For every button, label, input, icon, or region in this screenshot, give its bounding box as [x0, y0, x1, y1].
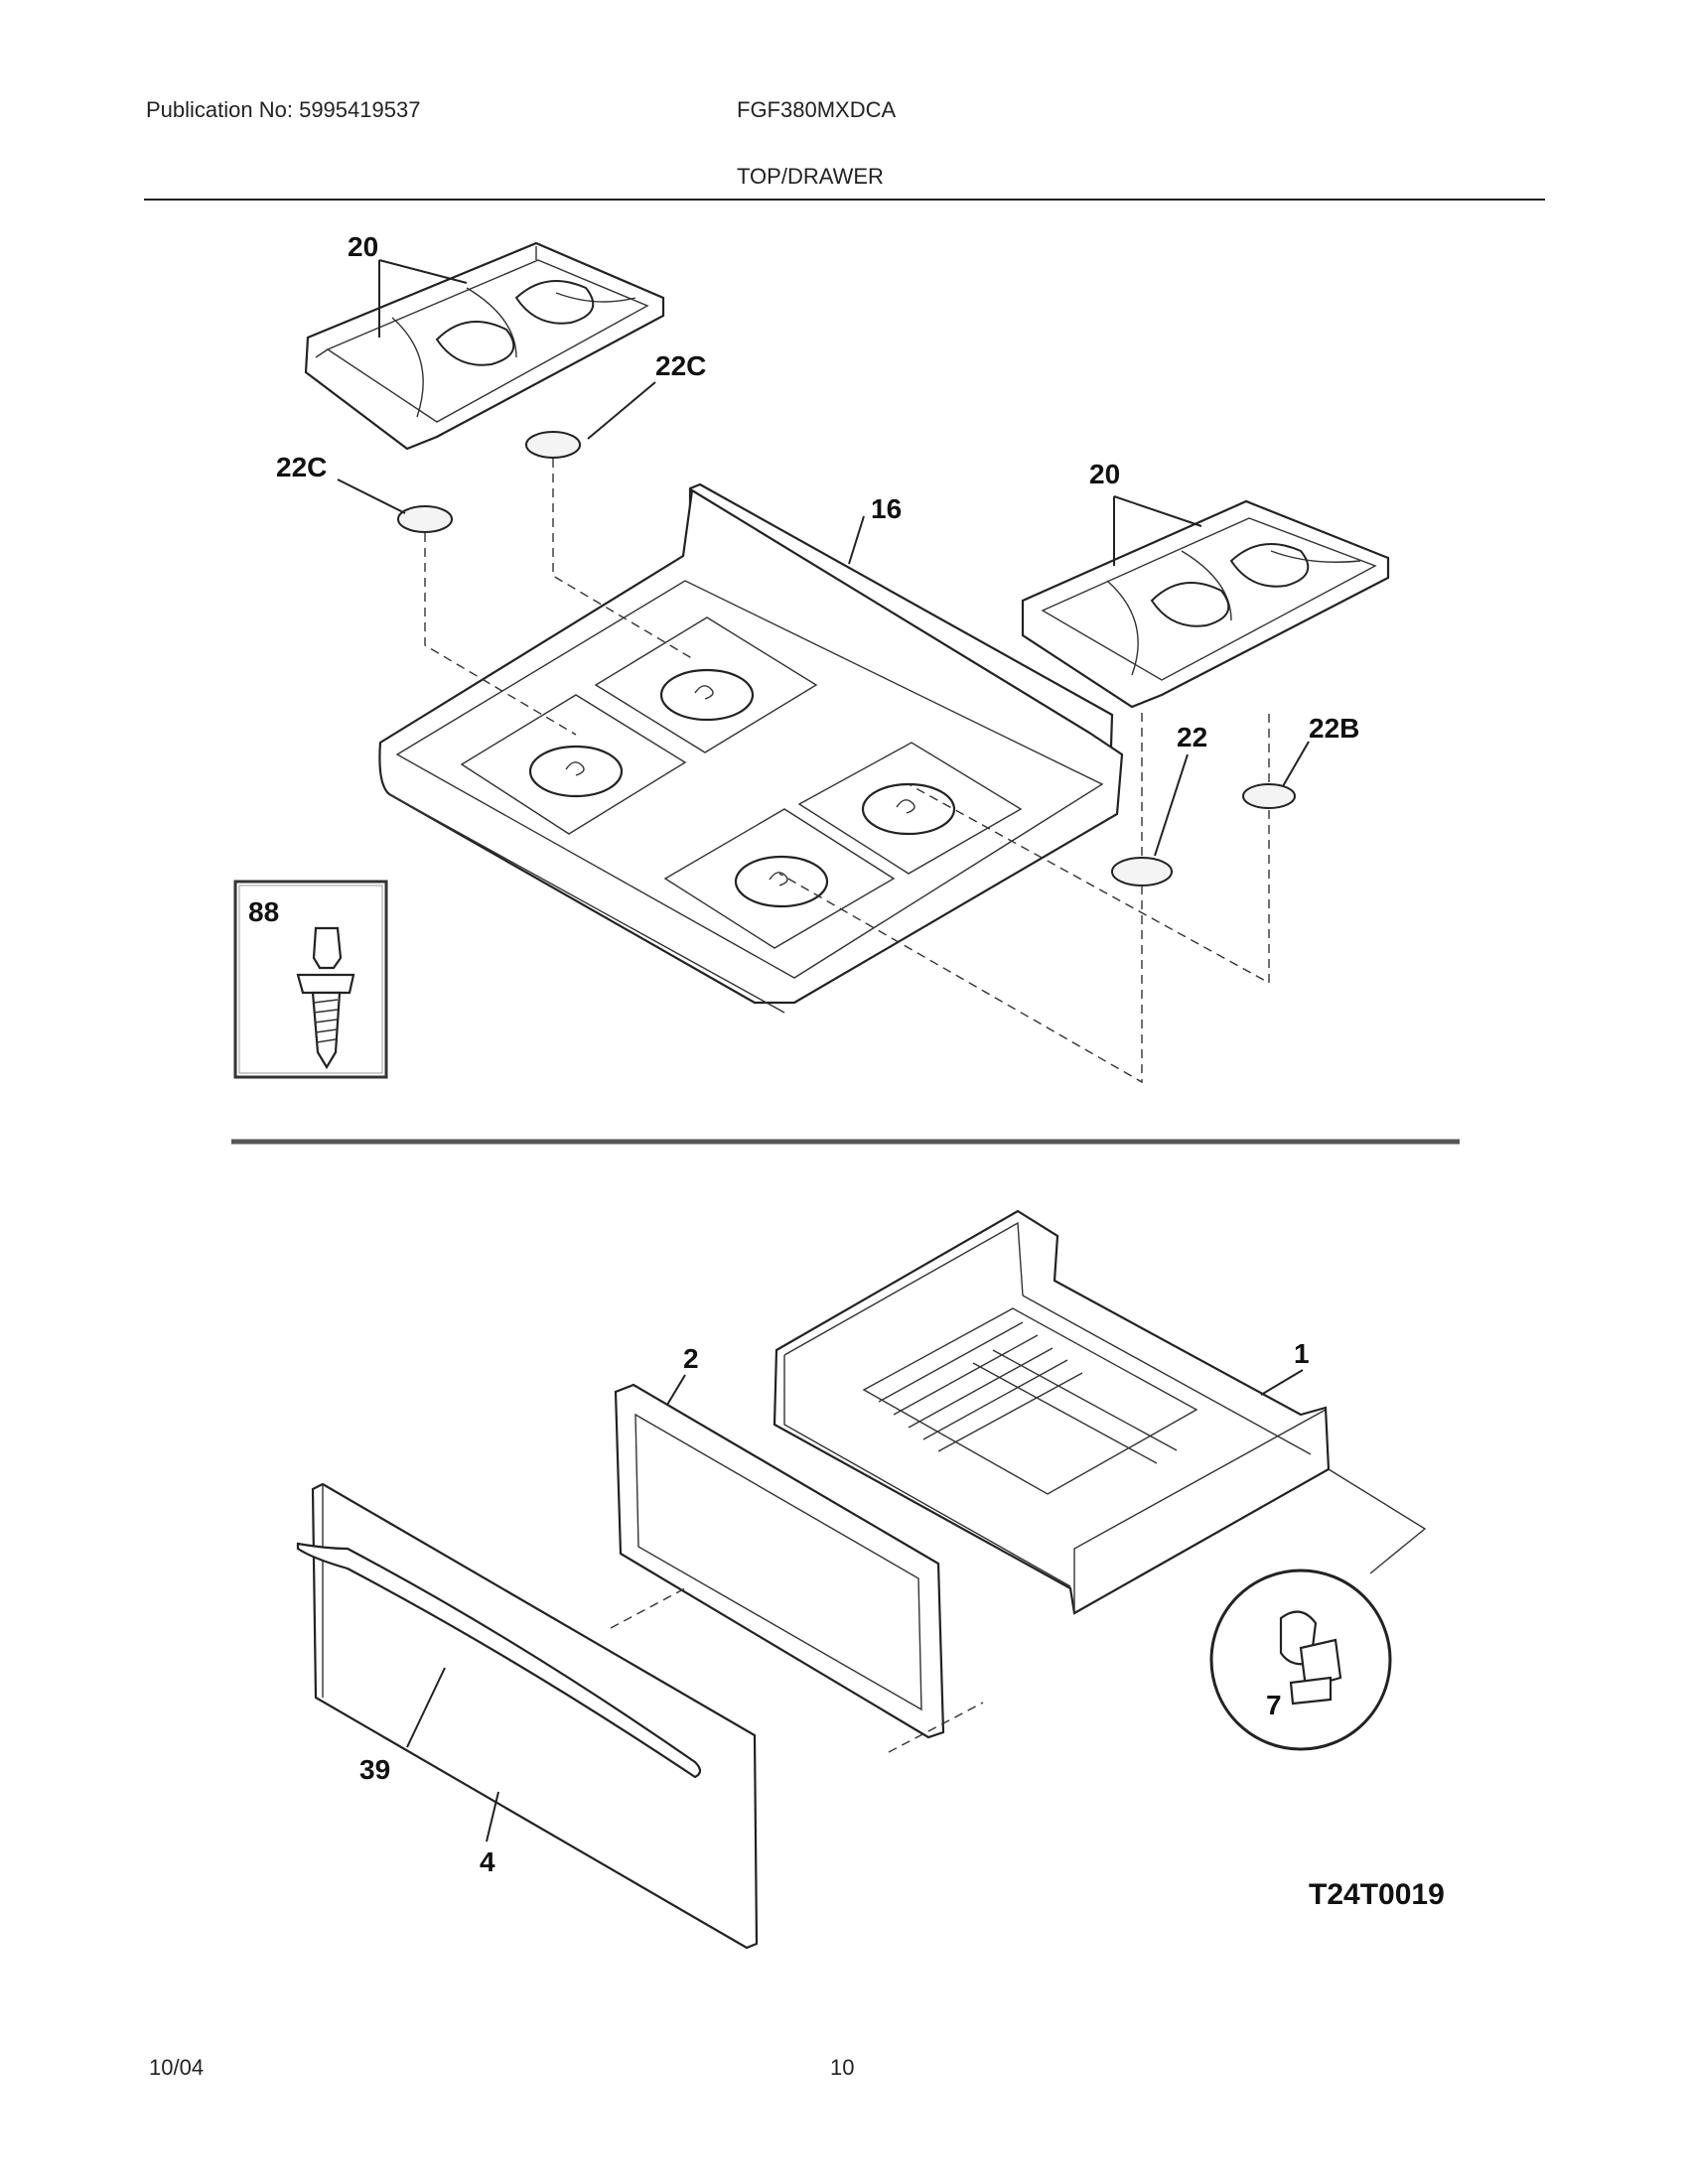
glide-inset [1209, 1569, 1392, 1751]
figure-id: T24T0019 [1309, 1878, 1445, 1911]
section-title: TOP/DRAWER [737, 164, 884, 189]
burner-cap-22 [1111, 857, 1173, 887]
screw-inset [233, 880, 388, 1079]
callout-2: 2 [683, 1343, 699, 1374]
callout-4: 4 [480, 1846, 495, 1877]
assembly-lines-top [424, 459, 1270, 1084]
leader-lines-bottom [406, 1369, 1304, 1843]
drawer-handle [296, 1542, 702, 1779]
callout-22c-lower: 22C [276, 452, 327, 482]
assembly-lines-bottom [610, 1468, 1427, 1753]
cooktop-top [378, 482, 1124, 1014]
drawer-body [773, 1209, 1331, 1615]
leader-lines-top [337, 259, 1310, 857]
page-number: 10 [830, 2055, 855, 2080]
callout-7: 7 [1266, 1690, 1282, 1720]
callout-20-right: 20 [1089, 459, 1120, 489]
callout-39: 39 [359, 1754, 390, 1785]
callout-16: 16 [871, 493, 902, 524]
burner-cap-22c-upper [525, 431, 581, 459]
publication-number: Publication No: 5995419537 [146, 97, 421, 122]
callout-88: 88 [248, 896, 279, 927]
burner-cap-22c-lower [397, 505, 453, 533]
burner-cap-22b [1242, 783, 1296, 809]
callout-22: 22 [1177, 722, 1207, 752]
callout-22c-upper: 22C [655, 350, 706, 381]
footer-date: 10/04 [149, 2055, 205, 2080]
callout-1: 1 [1294, 1338, 1310, 1369]
model-number: FGF380MXDCA [737, 97, 897, 122]
callout-22b: 22B [1309, 713, 1359, 744]
grate-right [1021, 499, 1390, 709]
grate-left [304, 241, 665, 451]
drawer-back-panel [614, 1383, 945, 1739]
callout-20-left: 20 [348, 231, 378, 262]
